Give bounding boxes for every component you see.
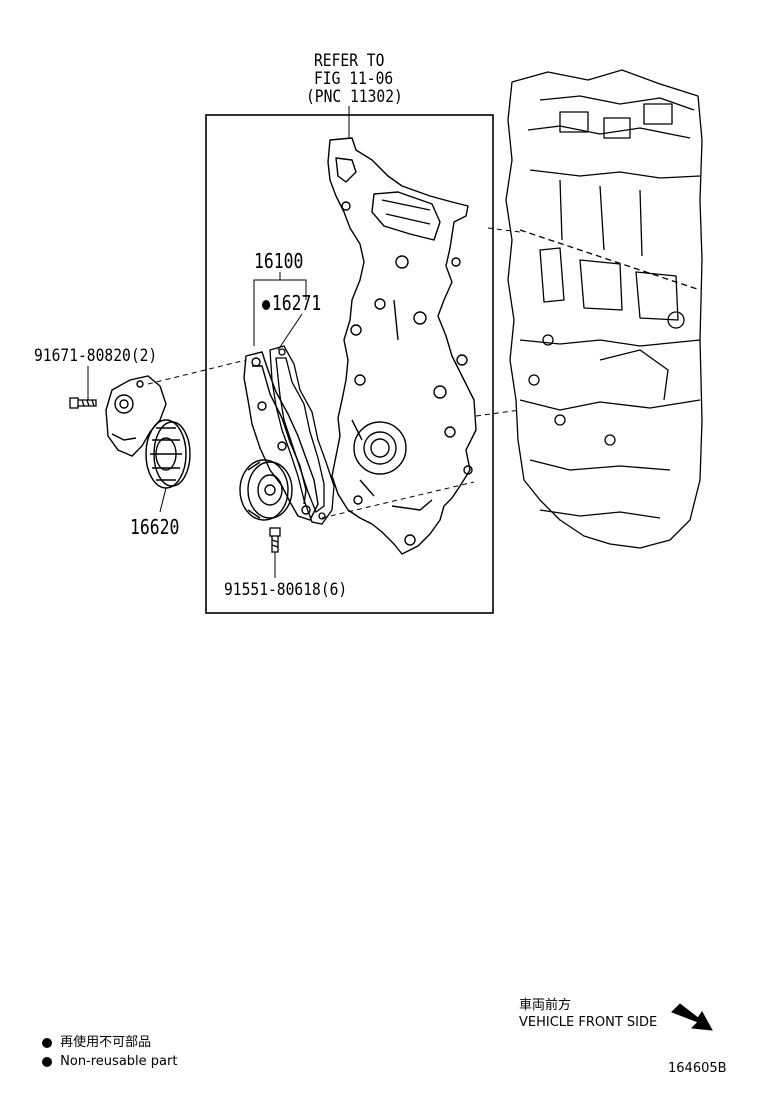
alignment-lines — [147, 227, 521, 519]
vehicle-front-arrow — [671, 1003, 713, 1031]
legend-jp-text: 再使用不可部品 — [60, 1035, 152, 1050]
gasket — [269, 345, 335, 525]
tensioner-assembly — [105, 375, 191, 489]
legend-en-text: Non-reusable part — [60, 1054, 178, 1069]
non-reusable-marker-icon — [262, 299, 271, 310]
timing-chain-cover — [327, 137, 477, 555]
part-number-91671[interactable]: 91671-80820(2) — [34, 346, 158, 366]
refer-line-2: FIG 11-06 — [314, 69, 394, 89]
refer-line-1: REFER TO — [314, 51, 385, 71]
vehicle-front-jp: 車両前方 — [519, 998, 572, 1013]
part-number-16271-text: 16271 — [271, 291, 322, 315]
assembly-group-frame — [205, 114, 494, 614]
water-pump — [239, 351, 319, 521]
bolt-91551 — [269, 527, 281, 553]
part-number-16271[interactable]: 16271 — [262, 292, 321, 314]
bolt-91671 — [69, 397, 97, 409]
part-number-91551[interactable]: 91551-80618(6) — [224, 580, 348, 600]
part-number-16100[interactable]: 16100 — [254, 249, 304, 273]
part-number-16620[interactable]: 16620 — [130, 515, 180, 539]
vehicle-front-en: VEHICLE FRONT SIDE — [519, 1015, 658, 1030]
legend-en: Non-reusable part — [42, 1054, 177, 1069]
engine-block — [505, 69, 703, 549]
figure-id: 164605B — [668, 1061, 727, 1076]
refer-line-3: (PNC 11302) — [306, 87, 403, 107]
legend-dot-icon — [42, 1037, 52, 1048]
legend-jp: 再使用不可部品 — [42, 1035, 151, 1050]
label-leaders — [87, 272, 307, 578]
legend-dot-icon-2 — [42, 1056, 52, 1067]
